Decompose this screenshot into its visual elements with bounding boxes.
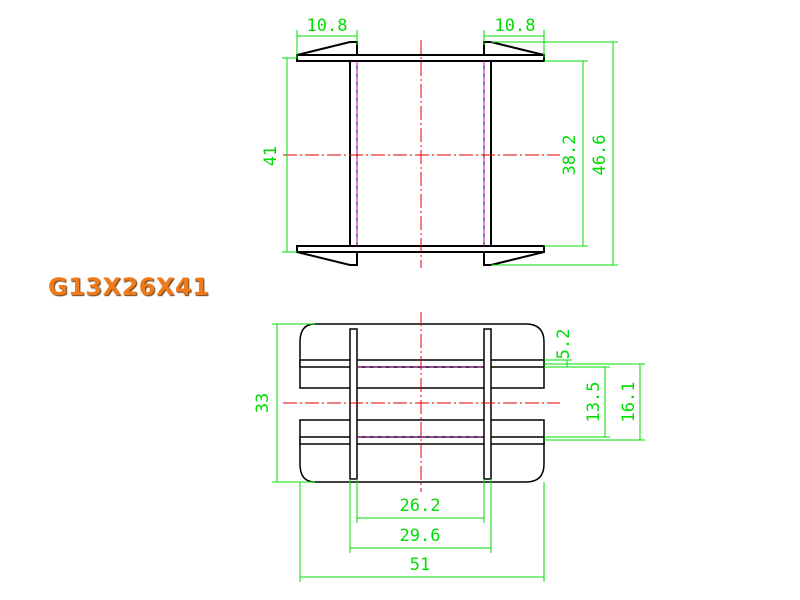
top-view-dimension-lines	[282, 30, 618, 266]
dim-inner-depth: 13.5	[584, 382, 604, 423]
top-view-hidden-lines	[356, 61, 485, 246]
dim-outer-height: 46.6	[590, 135, 610, 176]
dim-inner-height: 38.2	[560, 135, 580, 176]
bottom-view-dimension-lines	[272, 323, 645, 582]
dim-total-width: 51	[410, 555, 430, 575]
dim-mid-width: 29.6	[400, 526, 441, 546]
dim-slot-width: 5.2	[554, 329, 574, 360]
bottom-view-centerlines	[283, 312, 560, 492]
dim-bottom-depth: 33	[253, 393, 273, 413]
top-view-centerlines	[283, 40, 560, 268]
bottom-view-hidden-lines	[357, 366, 484, 438]
dim-outer-depth: 16.1	[619, 382, 639, 423]
dim-inner-width: 26.2	[400, 496, 441, 516]
dim-total-height: 41	[261, 146, 281, 166]
dim-top-flange-left: 10.8	[307, 16, 348, 36]
part-title: G13X26X41	[48, 273, 210, 301]
dim-top-flange-right: 10.8	[495, 16, 536, 36]
